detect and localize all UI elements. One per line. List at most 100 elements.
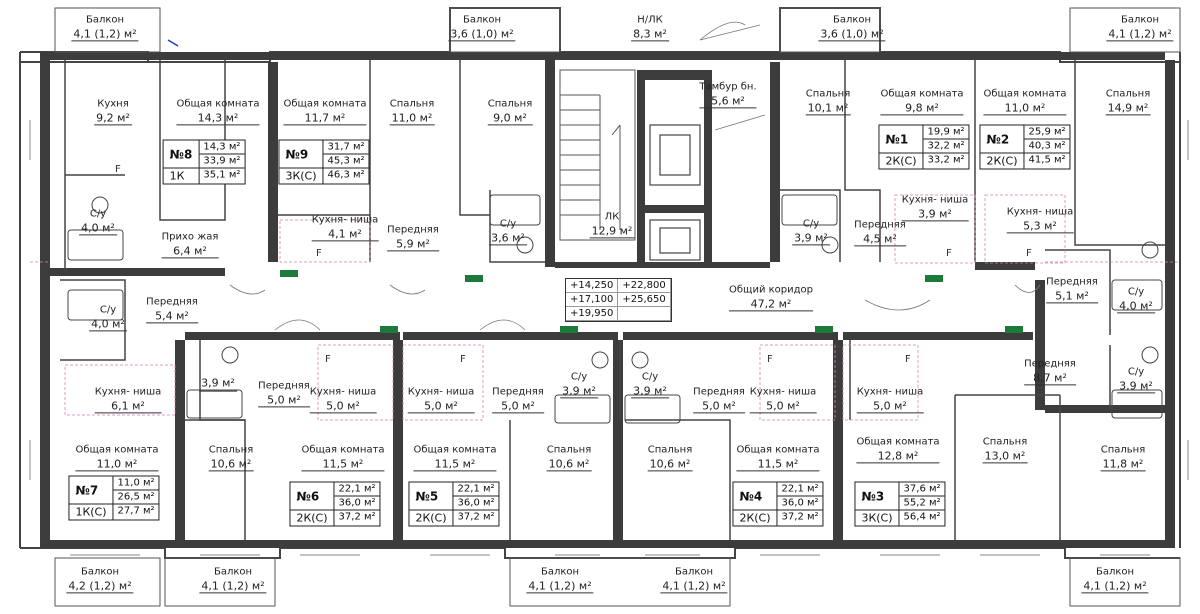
room-area: 5,1 м² [1046, 289, 1098, 304]
room-area: 5,3 м² [1006, 219, 1074, 234]
room-title: Общий коридор [728, 284, 814, 296]
room-area: 4,1 (1,2) м² [1081, 578, 1149, 594]
total-area: 26,5 м² [113, 491, 159, 505]
living-area: 22,1 м² [777, 483, 823, 497]
fixture-letter: F [767, 354, 773, 365]
fixture-letters: F F F F F F F F [115, 164, 1032, 365]
room-area: 6,4 м² [161, 244, 219, 259]
area-with-balcony: 37,2 м² [338, 511, 376, 523]
room-area: 5,0 м² [258, 393, 310, 408]
apartment-type: 3К(С) [855, 510, 900, 526]
elevation-value: +22,800 [618, 279, 671, 293]
room-title: Общая комната [176, 98, 260, 110]
room-title: Спальня [647, 444, 693, 456]
elevator-shafts [649, 124, 701, 261]
elevation-marks: +14,250 +22,800 +17,100 +25,650 +19,950 [565, 278, 672, 322]
fixture-letter: F [905, 354, 911, 365]
room-title: Спальня [487, 98, 533, 110]
room-title: С/у [802, 218, 820, 230]
room-area: 14,9 м² [1105, 100, 1151, 116]
room-area: 4,1 м² [311, 227, 379, 242]
room-area: 9,2 м² [94, 110, 132, 126]
room-title: Передняя [387, 224, 439, 236]
room-title: Кухня- ниша [749, 386, 817, 398]
room-title: Спальня [1105, 88, 1151, 100]
area-with-balcony: 56,4 м² [903, 511, 941, 523]
apartment-type: 3К(С) [279, 168, 324, 184]
room-title: ЛК [604, 211, 620, 223]
apartment-type: 1К [164, 168, 200, 184]
room-area: 4,1 (1,2) м² [1106, 26, 1174, 42]
room-title: Общая комната [301, 444, 385, 456]
room-title: Кухня- ниша [1006, 206, 1074, 218]
room-area: 5,0 м² [856, 399, 924, 414]
room-title: С/у [570, 371, 588, 383]
room-title: С/у [89, 208, 107, 220]
elevation-value: +25,650 [618, 293, 671, 307]
living-area: 11,0 м² [113, 477, 159, 491]
room-title: Общая комната [880, 88, 964, 100]
room-area: 8,7 м² [1024, 371, 1076, 386]
room-area: 4,1 (1,2) м² [199, 578, 267, 594]
living-area: 22,1 м² [334, 483, 380, 497]
room-title: Кухня- ниша [407, 386, 475, 398]
living-area: 25,9 м² [1024, 126, 1070, 140]
room-area: 3,9 м² [1117, 378, 1155, 394]
room-area: 11,5 м² [413, 457, 497, 472]
room-title: Кухня- ниша [94, 386, 162, 398]
room-area: 5,6 м² [699, 94, 757, 109]
room-title: Передняя [693, 386, 745, 398]
room-area: 5,0 м² [492, 399, 544, 414]
fixture-letter: F [946, 248, 952, 259]
area-with-balcony: 35,1 м² [203, 169, 241, 181]
room-area: 3,6 м² [489, 230, 527, 246]
room-title: Балкон [832, 14, 872, 26]
partition-walls [60, 60, 1165, 540]
room-area: 4,2 (1,2) м² [66, 578, 134, 594]
apartment-type: 2К(С) [409, 510, 454, 526]
room-title: С/у [1127, 366, 1145, 378]
area-with-balcony: 27,7 м² [117, 505, 155, 517]
apartment-number: №4 [733, 482, 778, 511]
room-title: С/у [499, 218, 517, 230]
room-title: Кухня- ниша [309, 386, 377, 398]
room-area: 9,0 м² [487, 111, 533, 126]
apartment-type: 2К(С) [980, 153, 1025, 169]
room-label-wc-6: 3,9 м² [199, 377, 237, 392]
apartment-number: №7 [69, 476, 114, 505]
room-title: Спальня [1100, 444, 1146, 456]
room-area: 9,8 м² [880, 101, 964, 116]
living-area: 14,3 м² [199, 141, 245, 155]
room-title: Балкон [85, 14, 125, 26]
room-title: Балкон [462, 14, 502, 26]
room-area: 11,5 м² [301, 457, 385, 472]
room-area: 6,1 м² [94, 399, 162, 414]
